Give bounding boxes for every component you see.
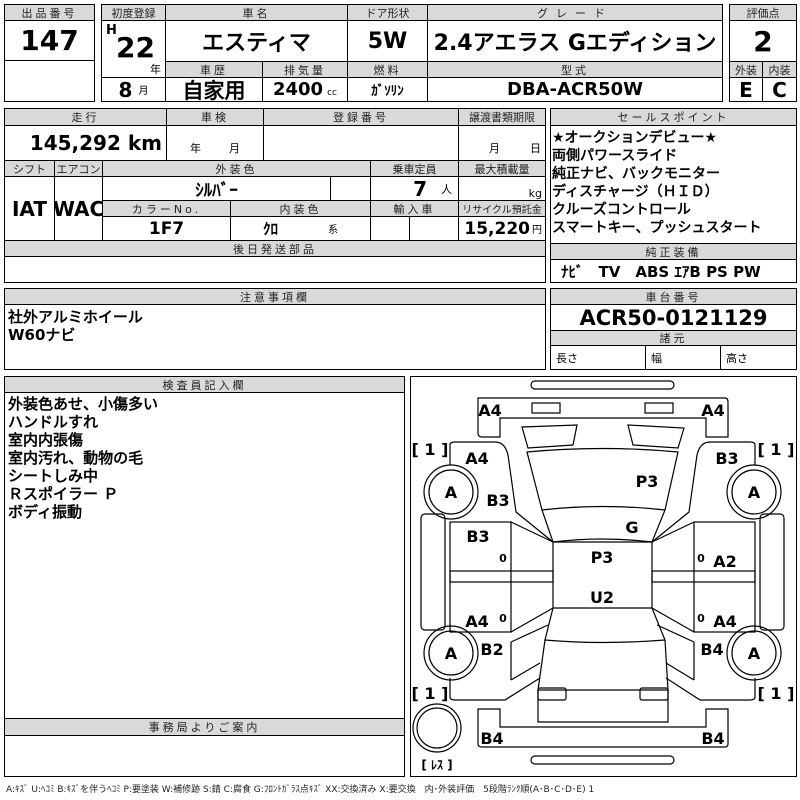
mark-door-rr: A4 (713, 612, 737, 631)
mark-door-fl: B3 (466, 527, 489, 546)
notes (4, 304, 546, 370)
mark-roof: P3 (591, 548, 614, 567)
mark-wheel-fl: A (445, 483, 458, 502)
rear-panel (537, 690, 669, 723)
shift-label: シフト (4, 160, 55, 177)
mark-tread-fr: [ 1 ] (758, 440, 795, 459)
zero-mark: 0 (499, 552, 507, 565)
wheel-rear-right (726, 625, 782, 681)
front-bumper (477, 397, 729, 438)
era: H (106, 23, 117, 38)
chassis-number: ACR50-0121129 (550, 304, 797, 331)
mark-tread-rr: [ 1 ] (758, 684, 795, 703)
mark-tread-fl: [ 1 ] (412, 440, 449, 459)
mark-windshield: G (625, 518, 638, 537)
mark-wheel-rr: A (748, 644, 761, 663)
grille (521, 424, 685, 449)
chassis-label: 車台番号 (550, 288, 797, 305)
history-label: 車歴 (165, 61, 263, 78)
mark-hood: P3 (636, 472, 659, 491)
windshield (541, 509, 666, 543)
sill-right (651, 570, 756, 583)
rear-bumper (477, 708, 729, 748)
tailgate (537, 639, 669, 691)
equipment: ﾅﾋﾞ TV ABS ｴｱB PS PW (550, 259, 797, 283)
lot-no-empty (4, 60, 95, 102)
spare-tire (412, 703, 462, 753)
car-name-label: 車名 (165, 4, 348, 21)
mark-tread-rl: [ 1 ] (412, 684, 449, 703)
taillight-left (537, 687, 567, 701)
height: 高さ (720, 345, 797, 370)
model: DBA-ACR50W (427, 77, 723, 102)
mark-spare: [ ﾚｽ ] (421, 758, 452, 772)
office-notes (4, 735, 405, 777)
mark-rear-bumper-left: B4 (480, 729, 503, 748)
quarter-panels (510, 624, 695, 681)
inspector-label: 検査員記入欄 (4, 376, 405, 393)
sales-points-list: ★オークションデビュー★両側パワースライド純正ナビ、バックモニター ディスチャー… (552, 130, 762, 236)
rear-fenders (449, 677, 756, 701)
office-label: 事務局よりご案内 (4, 718, 405, 736)
mark-quarter-left: B2 (480, 640, 503, 659)
rear-glass (544, 607, 666, 644)
wheels (412, 464, 782, 753)
zero-mark: 0 (697, 612, 705, 625)
mark-wheel-rl: A (445, 644, 458, 663)
fender-front-right (651, 441, 756, 543)
zero-mark: 0 (499, 612, 507, 625)
hood (526, 447, 679, 511)
legend: A:ｷｽﾞ U:ﾍｺﾐ B:ｷｽﾞを伴うﾍｺﾐ P:要塗装 W:補修跡 S:錆 … (6, 785, 595, 795)
mark-front-bumper-left: A4 (478, 401, 502, 420)
taillight-right (639, 687, 669, 701)
interior-grade: C (762, 77, 797, 102)
mark-door-fr: A2 (713, 552, 737, 571)
year-unit: 年 (150, 63, 161, 76)
damage-diagram (410, 376, 797, 777)
side-skirt-right (759, 513, 785, 631)
wheel-front-right (726, 464, 782, 520)
mark-door-rl: A4 (465, 612, 489, 631)
mark-wheel-fr: A (748, 483, 761, 502)
zero-mark: 0 (697, 552, 705, 565)
exterior-label: 外装 (729, 61, 763, 78)
mark-quarter-right: B4 (700, 640, 723, 659)
fender-front-left (449, 441, 554, 543)
headlight-right (644, 402, 674, 414)
mark-front-bumper-right: A4 (701, 401, 725, 420)
wheel-rear-left (423, 625, 479, 681)
mileage-label: 走行 (4, 108, 167, 126)
mark-fender-fl: A4 (465, 449, 489, 468)
headlight-left (531, 402, 561, 414)
notes-label: 注意事項欄 (4, 288, 546, 305)
mark-rear-bumper-right: B4 (701, 729, 724, 748)
ac-label: エアコン (54, 160, 103, 177)
sill-left (449, 570, 554, 583)
year: 22 (116, 31, 155, 64)
model-label: 型式 (427, 61, 723, 78)
later-parts (4, 256, 546, 283)
mark-pillar-left: B3 (486, 491, 509, 510)
mark-roof-rear: U2 (590, 588, 614, 607)
rear-bar (530, 755, 675, 765)
later-parts-label: 後日発送部品 (4, 240, 546, 257)
mark-fender-fr: B3 (715, 449, 738, 468)
side-skirt-left (420, 513, 446, 631)
wheel-front-left (423, 464, 479, 520)
front-bar (530, 380, 675, 390)
